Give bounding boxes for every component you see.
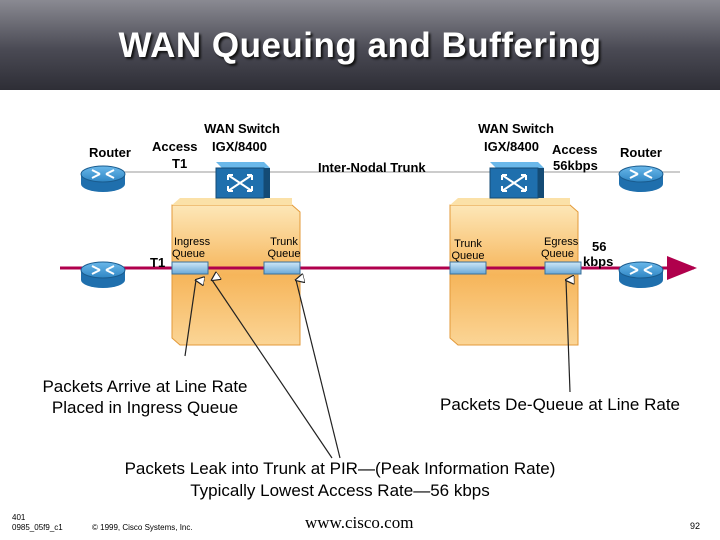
right-router-icon (618, 165, 664, 192)
left-access-speed: T1 (172, 156, 188, 171)
egress-queue-block (544, 261, 582, 275)
inter-nodal-label: Inter-Nodal Trunk (318, 160, 426, 175)
dequeue-text: Packets De-Queue at Line Rate (439, 395, 681, 414)
cisco-url: www.cisco.com (305, 513, 414, 532)
ingress-queue-label-2: Queue (172, 248, 206, 260)
right-switch-zone (449, 198, 579, 346)
leak-text-line-1: Packets Leak into Trunk at PIR—(Peak Inf… (124, 459, 556, 478)
title-bar: WAN Queuing and Buffering (0, 0, 720, 90)
footer-code-2: 0985_05f9_c1 (12, 523, 63, 532)
footer-code-1: 401 (12, 513, 26, 522)
egress-rate-value: 56 (592, 239, 607, 254)
right-access-label: Access (552, 142, 598, 157)
page-number: 92 (690, 521, 701, 531)
arrive-text-line-2: Placed in Ingress Queue (51, 398, 239, 417)
left-router-label: Router (89, 145, 131, 160)
arrive-pointer (184, 280, 196, 357)
right-trunk-queue-label-2: Queue (451, 250, 485, 262)
dequeue-pointer (566, 280, 570, 393)
left-wan-switch-icon (215, 162, 270, 199)
ingress-queue-label-1: Ingress (174, 236, 211, 248)
leak-pointer-trunk (296, 280, 341, 459)
left-router-icon (80, 165, 126, 192)
egress-rate-unit: kbps (583, 254, 614, 269)
ingress-queue-block (171, 261, 209, 275)
left-access-label: Access (152, 139, 198, 154)
right-switch-title: WAN Switch (478, 121, 554, 136)
left-switch-title: WAN Switch (204, 121, 280, 136)
left-trunk-queue-label-2: Queue (267, 248, 301, 260)
leak-text-line-2: Typically Lowest Access Rate—56 kbps (190, 481, 490, 500)
egress-queue-label-2: Queue (541, 248, 575, 260)
egress-queue-label-1: Egress (544, 236, 579, 248)
slide-title: WAN Queuing and Buffering (118, 26, 602, 65)
right-switch-model: IGX/8400 (484, 139, 539, 154)
right-wan-switch-icon (489, 162, 544, 199)
copyright-notice: © 1999, Cisco Systems, Inc. (92, 523, 193, 532)
arrive-text-line-1: Packets Arrive at Line Rate (42, 377, 248, 396)
right-access-speed: 56kbps (553, 158, 598, 173)
leak-pointer-left (212, 280, 333, 459)
left-trunk-queue-label-1: Trunk (270, 236, 298, 248)
left-switch-zone (171, 198, 301, 346)
right-router-label: Router (620, 145, 662, 160)
left-switch-model: IGX/8400 (212, 139, 267, 154)
right-router-flow-icon (618, 261, 664, 288)
left-router-flow-icon (80, 261, 126, 288)
right-trunk-queue-block (449, 261, 487, 275)
left-trunk-queue-block (263, 261, 301, 275)
right-trunk-queue-label-1: Trunk (454, 238, 482, 250)
line-rate-label: T1 (150, 255, 166, 270)
